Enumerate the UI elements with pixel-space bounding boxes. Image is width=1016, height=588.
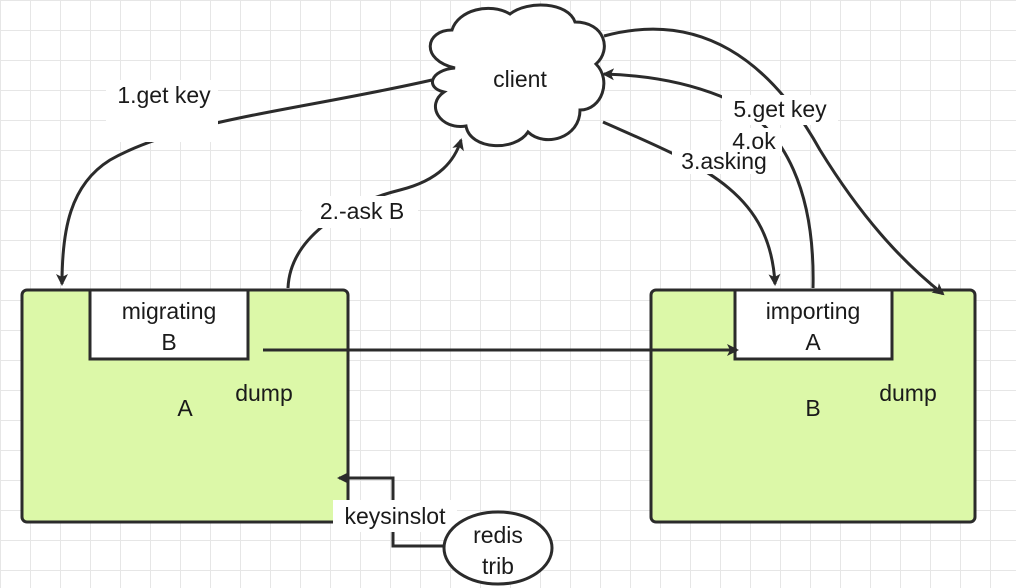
node-a-name: A bbox=[177, 395, 193, 421]
redis-trib-line2: trib bbox=[482, 553, 514, 579]
node-a: migrating B A dump bbox=[20, 288, 350, 524]
label-keysinslot: keysinslot bbox=[345, 503, 447, 529]
redis-trib-line1: redis bbox=[473, 522, 523, 548]
node-a-state-line1: migrating bbox=[122, 298, 217, 324]
node-b-name: B bbox=[805, 395, 820, 421]
node-a-state-box bbox=[88, 288, 250, 361]
node-b: importing A B dump bbox=[649, 288, 977, 524]
client-label: client bbox=[493, 66, 547, 92]
edge-get-key-5 bbox=[603, 27, 945, 296]
node-b-state-line2: A bbox=[805, 329, 821, 355]
node-a-dump-label: dump bbox=[235, 380, 293, 406]
client-node: client bbox=[428, 3, 606, 147]
redis-trib-ellipse bbox=[442, 510, 554, 586]
label-ok-4: 4.ok bbox=[732, 128, 776, 154]
client-cloud-shape bbox=[428, 3, 606, 147]
label-get-key-5: 5.get key bbox=[733, 96, 827, 122]
redis-trib-node: redis trib bbox=[442, 510, 554, 586]
edge-asking-3 bbox=[602, 120, 781, 286]
node-b-state-line1: importing bbox=[766, 298, 861, 324]
edge-get-key-1 bbox=[56, 78, 433, 286]
edge-ask-b-2 bbox=[286, 138, 464, 289]
edge-labels: 1.get key 2.-ask B 5.get key 4.ok 3.aski… bbox=[106, 80, 838, 532]
label-ask-b-2: 2.-ask B bbox=[320, 198, 404, 224]
node-b-state-box bbox=[733, 288, 894, 361]
node-b-dump-label: dump bbox=[879, 380, 937, 406]
label-get-key-1: 1.get key bbox=[117, 82, 211, 108]
label-asking-3: 3.asking bbox=[681, 148, 767, 174]
node-a-state-line2: B bbox=[161, 329, 176, 355]
